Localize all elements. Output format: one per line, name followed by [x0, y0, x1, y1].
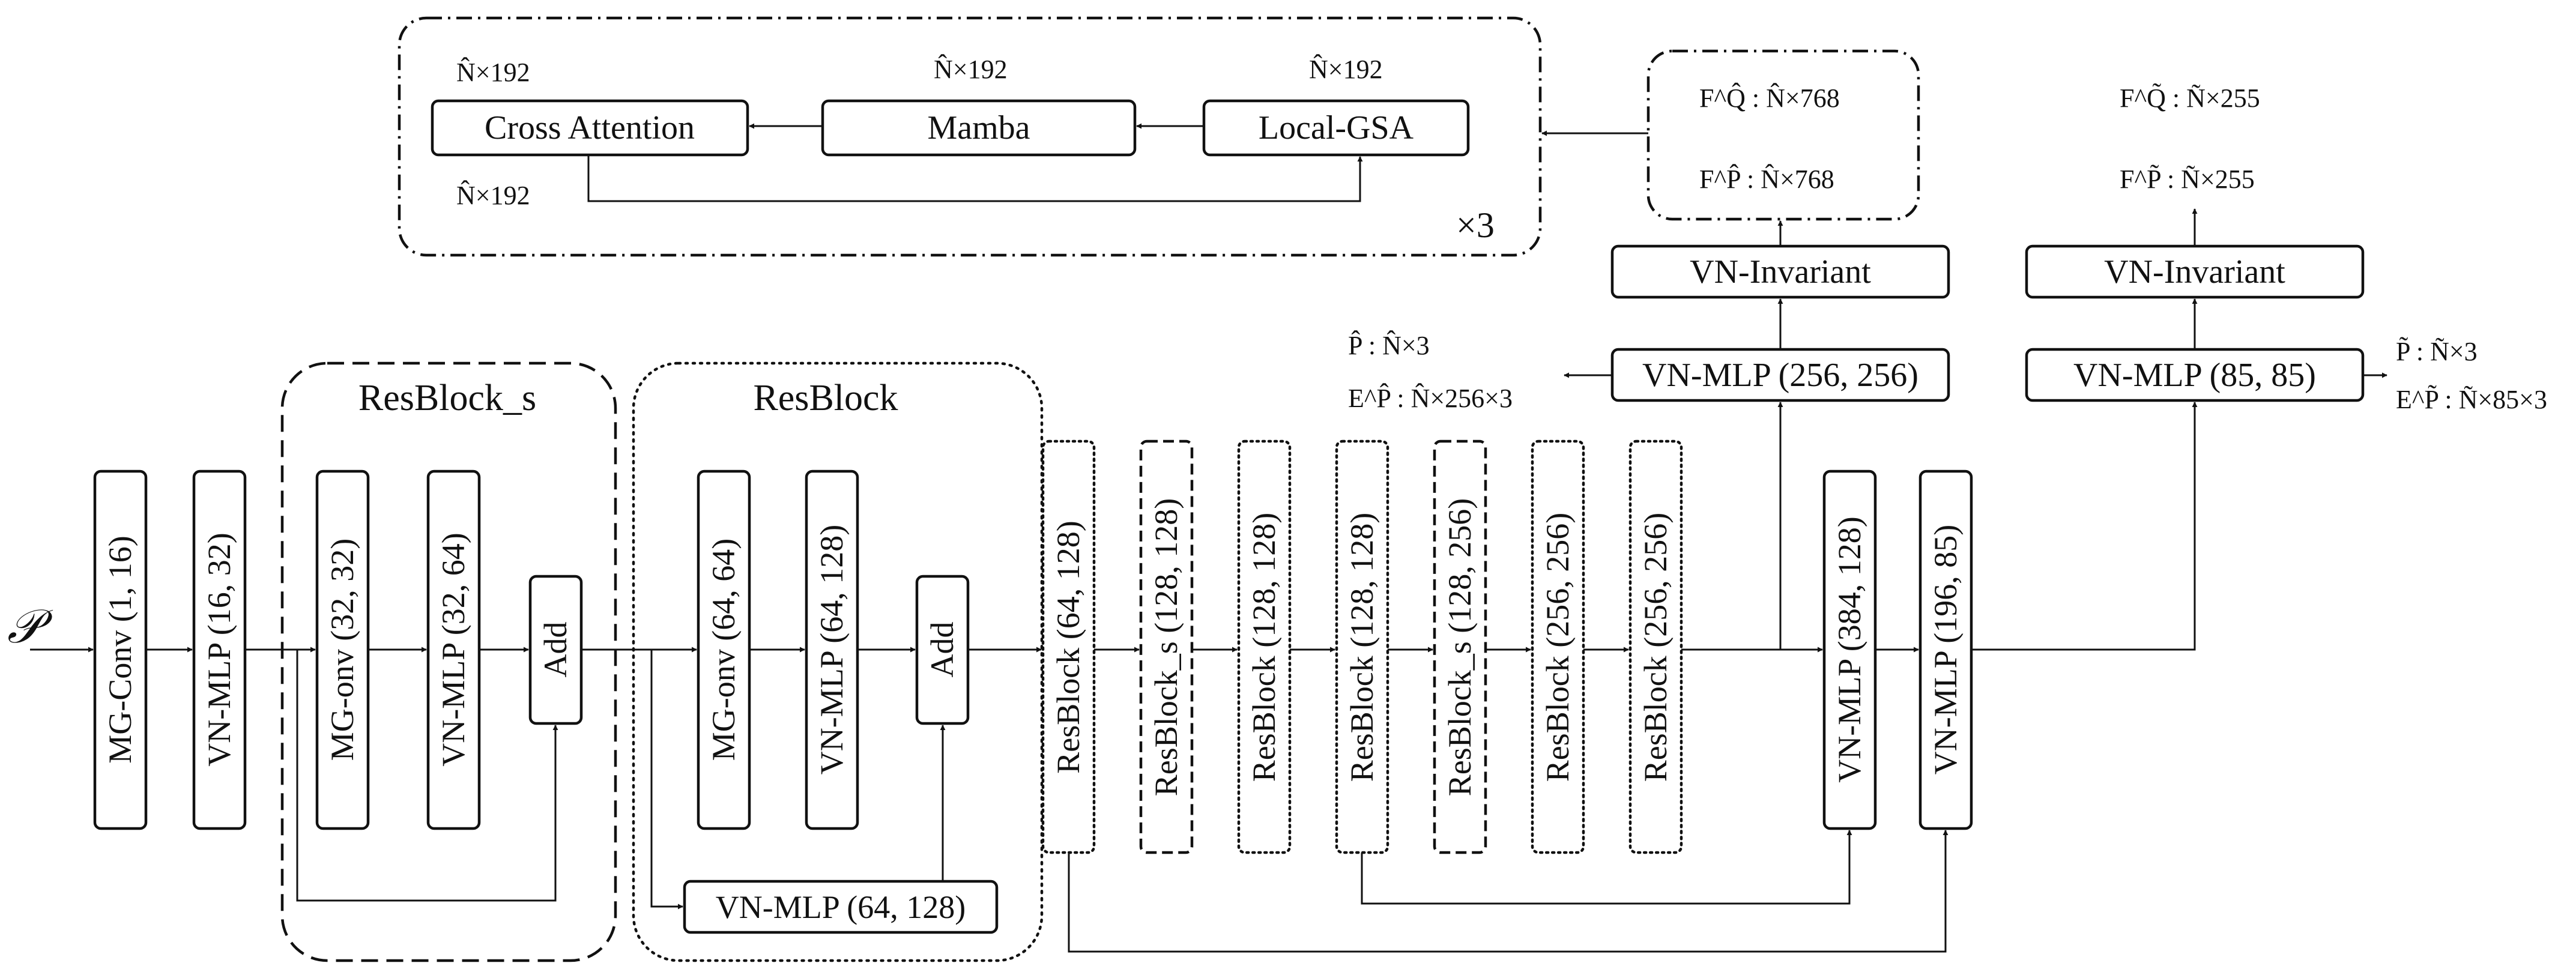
rs-skip-connection [296, 650, 558, 902]
feature-hat-group [1646, 49, 1920, 221]
repeat-count-label: ×3 [1456, 205, 1495, 245]
resblock-s-128-256-label: ResBlock_s (128, 256) [1442, 498, 1478, 796]
output-e-tilde: E^P̃ : Ñ×85×3 [2396, 385, 2547, 414]
cross-attention-dim-bottom: N̂×192 [456, 180, 530, 210]
vn-invariant-label-2: VN-Invariant [2104, 253, 2285, 291]
resblock-256-256-label-a: ResBlock (256, 256) [1540, 513, 1576, 782]
mg-conv-label: MG-Conv (1, 16) [102, 536, 138, 763]
vn-mlp-256-label: VN-MLP (256, 256) [1642, 357, 1918, 394]
vn-mlp-16-32-label: VN-MLP (16, 32) [201, 533, 237, 766]
rb-skip-vn-mlp-label: VN-MLP (64, 128) [716, 889, 966, 925]
rb-vn-mlp-block: VN-MLP (64, 128) [805, 469, 859, 830]
rs-mg-onv-block: MG-onv (32, 32) [315, 469, 370, 830]
vn-mlp-16-32-block: VN-MLP (16, 32) [192, 469, 247, 830]
feature-fp-tilde: F^P̃ : Ñ×255 [2120, 165, 2255, 194]
rs-add-label: Add [537, 622, 573, 678]
attention-stack-group [398, 16, 1542, 257]
skip-cross-to-lgsa [587, 155, 1363, 202]
mamba-dim: N̂×192 [934, 54, 1008, 84]
rs-add-block: Add [528, 575, 583, 725]
vn-mlp-384-128-label: VN-MLP (384, 128) [1831, 516, 1867, 782]
resblock-s-128-128-block: ResBlock_s (128, 128) [1139, 439, 1194, 854]
feature-fp-hat: F^P̂ : N̂×768 [1699, 164, 1834, 194]
resblock-256-256-label-b: ResBlock (256, 256) [1637, 513, 1673, 782]
rs-mg-onv-label: MG-onv (32, 32) [324, 539, 360, 761]
resblock-128-128-block-a: ResBlock (128, 128) [1237, 439, 1292, 854]
input-point-cloud-label: 𝒫 [7, 600, 53, 653]
rb-mg-onv-label: MG-onv (64, 64) [706, 539, 742, 761]
rs-vn-mlp-block: VN-MLP (32, 64) [426, 469, 481, 830]
arrow-mlp196-to-mlp85 [1971, 402, 2198, 651]
vn-mlp-384-128-block: VN-MLP (384, 128) [1822, 469, 1877, 830]
local-gsa-block [1202, 99, 1470, 157]
resblock-title: ResBlock [753, 378, 898, 418]
resblock-s-group [280, 361, 617, 962]
vn-mlp-85-label: VN-MLP (85, 85) [2073, 357, 2316, 394]
mamba-block [821, 99, 1137, 157]
rb-add-label: Add [924, 622, 960, 678]
resblock-s-title: ResBlock_s [358, 378, 536, 418]
local-gsa-dim: N̂×192 [1309, 54, 1383, 84]
resblock-64-128-block: ResBlock (64, 128) [1041, 439, 1096, 854]
rb-skip-path [650, 650, 683, 910]
cross-attention-block [431, 99, 749, 157]
vn-mlp-196-85-block: VN-MLP (196, 85) [1918, 469, 1973, 830]
rb-add-block: Add [915, 575, 970, 725]
feature-fq-tilde: F^Q̃ : Ñ×255 [2120, 83, 2260, 113]
output-e-hat: E^P̂ : N̂×256×3 [1348, 383, 1513, 413]
feature-fq-hat: F^Q̂ : N̂×768 [1699, 83, 1840, 113]
resblock-256-256-block-a: ResBlock (256, 256) [1531, 439, 1585, 854]
rb-skip-vn-mlp-block: VN-MLP (64, 128) [683, 880, 999, 934]
rb-vn-mlp-label: VN-MLP (64, 128) [814, 525, 850, 774]
output-p-tilde: P̃ : Ñ×3 [2396, 337, 2478, 366]
output-p-hat: P̂ : N̂×3 [1348, 330, 1430, 360]
local-gsa-label: Local-GSA [1259, 109, 1414, 146]
cross-attention-label: Cross Attention [485, 109, 695, 146]
resblock-64-128-label: ResBlock (64, 128) [1050, 521, 1086, 773]
vn-invariant-label-1: VN-Invariant [1690, 253, 1871, 291]
mg-conv-block: MG-Conv (1, 16) [93, 469, 148, 830]
resblock-s-128-128-label: ResBlock_s (128, 128) [1148, 498, 1184, 796]
resblock-128-128-label-a: ResBlock (128, 128) [1246, 513, 1282, 782]
vn-mlp-196-85-label: VN-MLP (196, 85) [1927, 525, 1964, 774]
resblock-128-128-block-b: ResBlock (128, 128) [1335, 439, 1389, 854]
resblock-s-128-256-block: ResBlock_s (128, 256) [1433, 439, 1487, 854]
skip-b4-to-mlp384 [1361, 830, 1852, 905]
skip-b1-to-mlp196 [1068, 830, 1949, 953]
rb-mg-onv-block: MG-onv (64, 64) [697, 469, 751, 830]
resblock-128-128-label-b: ResBlock (128, 128) [1344, 513, 1380, 782]
resblock-256-256-block-b: ResBlock (256, 256) [1628, 439, 1683, 854]
mamba-label: Mamba [927, 109, 1030, 146]
cross-attention-dim-top: N̂×192 [456, 57, 530, 87]
rs-vn-mlp-label: VN-MLP (32, 64) [435, 533, 471, 766]
